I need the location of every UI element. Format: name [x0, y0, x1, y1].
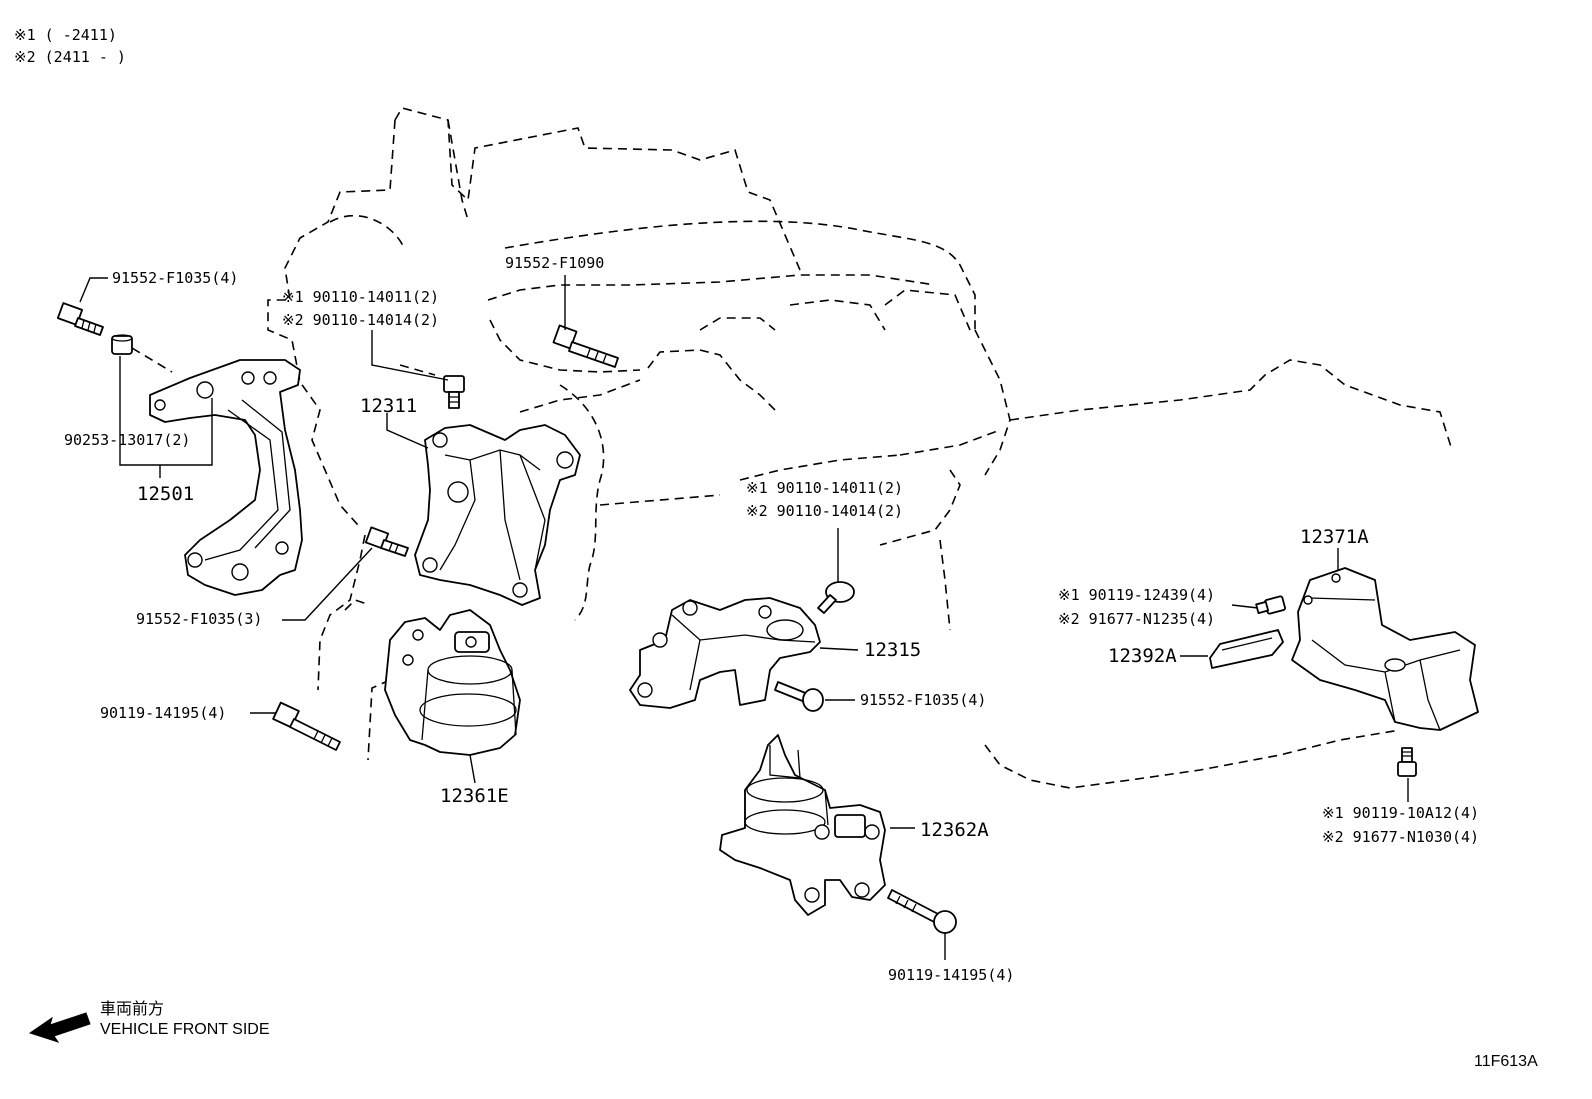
callout-90119-14195-bottom: 90119-14195(4)	[888, 966, 1014, 984]
callout-91552-f1090: 91552-F1090	[505, 254, 604, 272]
bolt-icon	[817, 581, 855, 614]
callout-91677-n1030: ※2 91677-N1030(4)	[1322, 828, 1479, 846]
callout-90110-14011-a: ※1 90110-14011(2)	[282, 288, 439, 306]
callout-12361e: 12361E	[440, 785, 509, 807]
callout-90119-12439: ※1 90119-12439(4)	[1058, 586, 1215, 604]
callout-labels: 91552-F1035(4) ※1 90110-14011(2) ※2 9011…	[64, 254, 1479, 984]
note-1: ※1 ( -2411)	[14, 26, 117, 44]
leader-lines	[79, 275, 1409, 960]
callout-12392a: 12392A	[1108, 645, 1177, 667]
callout-12501: 12501	[137, 483, 194, 505]
collar-icon	[111, 334, 133, 355]
engine-outline	[131, 107, 1453, 789]
callout-91552-f1035-4-mid: 91552-F1035(4)	[860, 691, 986, 709]
callout-12315: 12315	[864, 639, 921, 661]
bracket-12501-icon	[149, 359, 303, 596]
mount-12371a-icon	[1291, 567, 1479, 731]
figure-id: 11F613A	[1474, 1053, 1538, 1070]
bolt-icon	[774, 681, 824, 712]
note-2: ※2 (2411 - )	[14, 48, 126, 66]
nut-icon	[1255, 595, 1286, 615]
callout-90119-10a12: ※1 90119-10A12(4)	[1322, 804, 1479, 822]
callout-91552-f1035-4-top: 91552-F1035(4)	[112, 269, 238, 287]
callout-12311: 12311	[360, 395, 417, 417]
pad-12392a-icon	[1209, 629, 1284, 669]
bracket-12315-icon	[629, 597, 821, 709]
arrow-left-icon	[28, 1012, 91, 1043]
bolt-icon	[552, 324, 619, 368]
bolt-icon	[56, 302, 104, 336]
bolt-icon	[364, 526, 409, 557]
direction-label-en: VEHICLE FRONT SIDE	[100, 1021, 270, 1038]
bolt-icon	[887, 889, 957, 934]
callout-91677-n1235: ※2 91677-N1235(4)	[1058, 610, 1215, 628]
callout-90253-13017: 90253-13017(2)	[64, 431, 190, 449]
bolt-icon	[272, 701, 341, 751]
insulator-12362a-icon	[719, 734, 886, 916]
callout-91552-f1035-3: 91552-F1035(3)	[136, 610, 262, 628]
header-notes: ※1 ( -2411) ※2 (2411 - )	[14, 26, 126, 66]
direction-legend: 車両前方 VEHICLE FRONT SIDE	[28, 1000, 270, 1043]
insulator-12361e-icon	[384, 609, 521, 756]
callout-90110-14014-b: ※2 90110-14014(2)	[746, 502, 903, 520]
callout-90119-14195-left: 90119-14195(4)	[100, 704, 226, 722]
direction-label-jp: 車両前方	[100, 1000, 164, 1018]
callout-12371a: 12371A	[1300, 526, 1369, 548]
bolt-icon	[1397, 747, 1417, 777]
bracket-12311-icon	[414, 424, 581, 606]
bolt-icon	[443, 375, 465, 409]
callout-90110-14014-a: ※2 90110-14014(2)	[282, 311, 439, 329]
callout-12362a: 12362A	[920, 819, 989, 841]
callout-90110-14011-b: ※1 90110-14011(2)	[746, 479, 903, 497]
